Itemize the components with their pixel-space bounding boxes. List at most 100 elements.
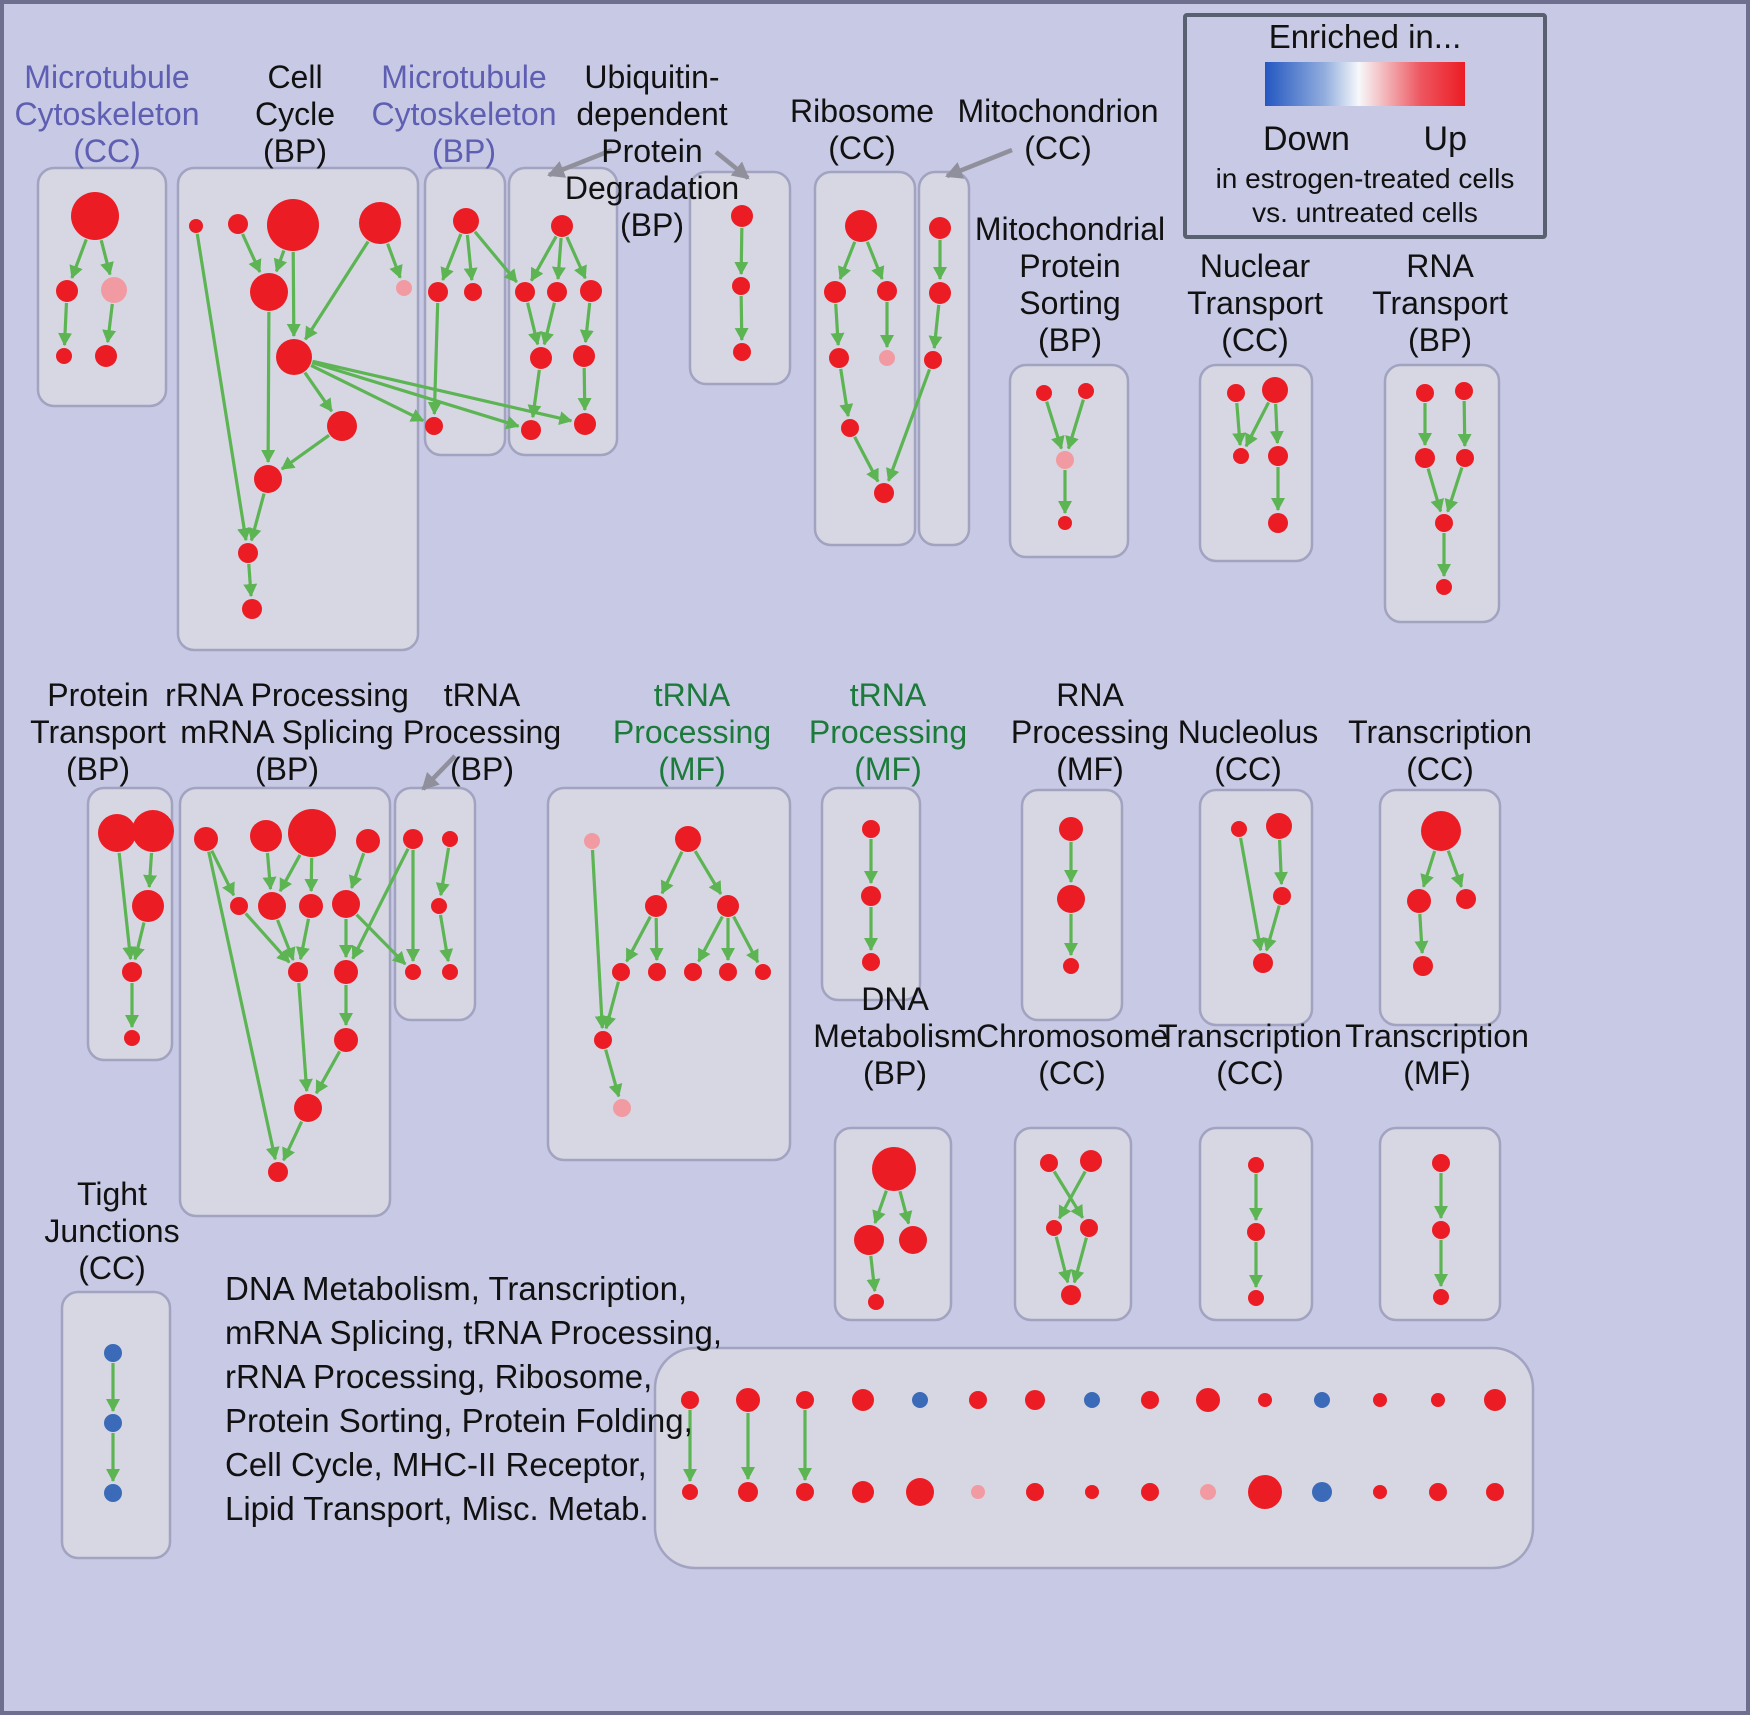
trna-bp-node-2 <box>431 898 447 914</box>
edge-arrow <box>649 917 664 962</box>
pointer-arrow-ubiquitin-box-left <box>547 147 613 178</box>
edges-layer <box>58 227 1472 1482</box>
edge-arrow <box>1420 850 1437 888</box>
edge-arrow <box>355 913 407 966</box>
edge-arrow <box>1244 401 1271 448</box>
nucleolus-box <box>1198 788 1314 1027</box>
mitochondrion-label: Mitochondrion(CC) <box>958 93 1159 166</box>
mixed-functions-node-17 <box>796 1483 814 1501</box>
tight-junctions-node-2 <box>104 1484 122 1502</box>
edge-arrow <box>898 1190 913 1225</box>
trna-mf-a-box <box>546 786 792 1162</box>
microtubule-cc-node-2 <box>101 277 127 303</box>
transcription-mf-node-2 <box>1433 1289 1449 1305</box>
ubiquitin-a-box <box>507 166 619 457</box>
cell-cycle-node-5 <box>396 280 412 296</box>
microtubule-bp-box <box>423 166 507 457</box>
ubiquitin-a-node-0 <box>551 215 573 237</box>
edge-arrow <box>463 234 478 282</box>
transcription-cc-b-node-1 <box>1247 1223 1265 1241</box>
legend-subtitle-line2: vs. untreated cells <box>1252 197 1478 228</box>
microtubule-cc-node-3 <box>56 348 72 364</box>
legend-subtitle-line1: in estrogen-treated cells <box>1216 163 1515 194</box>
edge-arrow <box>693 850 723 895</box>
edge-arrow <box>526 302 542 346</box>
footnote-category-list: DNA Metabolism, Transcription, mRNA Spli… <box>225 1270 731 1527</box>
chromosome-label: Chromosome(CC) <box>976 1018 1168 1091</box>
edge-arrow <box>438 914 454 963</box>
ubiquitin-a-node-3 <box>580 280 602 302</box>
edge-arrow <box>303 240 370 341</box>
pointer-arrow-trna-bp-box <box>421 754 457 791</box>
nucleolus-node-3 <box>1253 953 1273 973</box>
edge-arrow <box>1065 399 1085 450</box>
ubiquitin-a-node-2 <box>547 282 567 302</box>
nuclear-transport-node-4 <box>1268 513 1288 533</box>
edge-arrow <box>697 915 724 963</box>
ribosome-node-3 <box>829 348 849 368</box>
ubiquitin-a-node-6 <box>521 420 541 440</box>
transcription-cc-a-label: Transcription(CC) <box>1348 714 1532 787</box>
mixed-functions-node-18 <box>852 1481 874 1503</box>
edge-arrow <box>1232 402 1247 447</box>
mixed-functions-node-13 <box>1431 1393 1445 1407</box>
mixed-functions-node-29 <box>1486 1483 1504 1501</box>
edge-arrow <box>117 852 137 961</box>
edge-arrow <box>386 243 403 279</box>
rrna-mrna-node-11 <box>294 1094 322 1122</box>
edge-arrow <box>195 233 251 542</box>
chromosome-node-1 <box>1080 1150 1102 1172</box>
edge-arrow <box>273 249 288 273</box>
rrna-mrna-node-5 <box>258 892 286 920</box>
edge-arrow <box>577 367 592 412</box>
rrna-mrna-node-3 <box>356 829 380 853</box>
trna-mf-a-node-2 <box>645 895 667 917</box>
rrna-mrna-node-10 <box>334 1028 358 1052</box>
edge-arrow <box>282 1120 304 1162</box>
edge-arrow <box>143 852 158 889</box>
rna-transport-box <box>1383 363 1501 624</box>
rrna-mrna-node-1 <box>250 820 282 852</box>
mito-protein-sorting-node-0 <box>1036 385 1052 401</box>
microtubule-cc-node-1 <box>56 280 78 302</box>
ribosome-node-2 <box>877 281 897 301</box>
rna-processing-mf-node-0 <box>1059 817 1083 841</box>
edge-arrow <box>314 1050 342 1095</box>
transcription-cc-b-label: Transcription(CC) <box>1158 1018 1342 1091</box>
transcription-cc-a-node-2 <box>1456 889 1476 909</box>
legend-up-label: Up <box>1424 120 1467 158</box>
transcription-cc-a-node-0 <box>1421 811 1461 851</box>
mixed-functions-node-11 <box>1314 1392 1330 1408</box>
edge-arrow <box>312 359 573 425</box>
edge-arrow <box>529 235 558 282</box>
ubiquitin-a-node-7 <box>574 413 596 435</box>
rrna-mrna-node-6 <box>299 894 323 918</box>
edge-arrow <box>69 238 88 279</box>
microtubule-bp-node-0 <box>453 208 479 234</box>
trna-mf-a-node-4 <box>612 963 630 981</box>
edge-arrow <box>1239 837 1266 952</box>
rrna-mrna-node-0 <box>194 827 218 851</box>
cell-cycle-node-9 <box>238 543 258 563</box>
edge-arrow <box>660 850 684 895</box>
mixed-functions-node-15 <box>682 1484 698 1500</box>
edge-arrow <box>241 233 262 273</box>
trna-bp-node-3 <box>405 964 421 980</box>
rna-transport-node-0 <box>1416 384 1434 402</box>
edge-arrow <box>838 241 857 280</box>
chromosome-node-3 <box>1080 1219 1098 1237</box>
microtubule-bp-node-2 <box>464 283 482 301</box>
edge-arrow <box>247 493 266 542</box>
chromosome-node-4 <box>1061 1285 1081 1305</box>
ubiquitin-b-node-2 <box>733 343 751 361</box>
mixed-functions-node-3 <box>852 1389 874 1411</box>
rrna-mrna-node-4 <box>230 897 248 915</box>
edge-arrow <box>58 302 73 347</box>
transcription-cc-b-node-2 <box>1248 1290 1264 1306</box>
edge-arrow <box>579 302 594 344</box>
cell-cycle-node-8 <box>254 465 282 493</box>
rna-transport-node-4 <box>1435 514 1453 532</box>
